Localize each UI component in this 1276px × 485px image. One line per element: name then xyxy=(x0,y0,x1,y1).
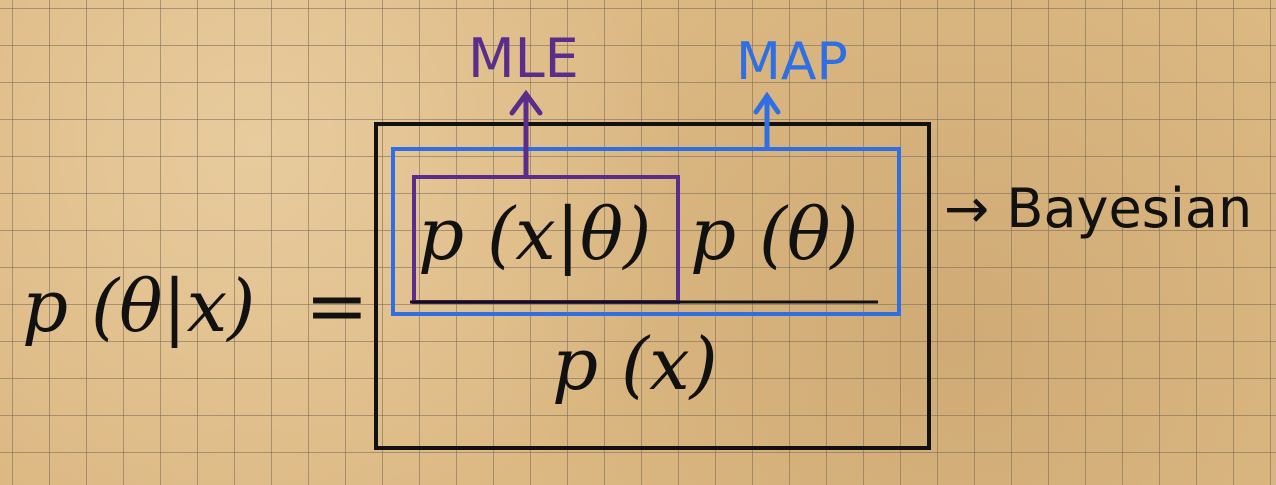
map-arrow xyxy=(753,91,781,149)
likelihood-term: p (x|θ) xyxy=(418,192,652,276)
bayesian-box xyxy=(374,122,931,450)
mle-label: MLE xyxy=(468,27,579,90)
bayesian-label: → Bayesian xyxy=(944,177,1253,240)
map-label: MAP xyxy=(736,32,848,92)
map-box xyxy=(391,147,901,316)
equals-sign: = xyxy=(305,261,369,350)
mle-arrow xyxy=(509,89,543,177)
posterior-lhs: p (θ|x) xyxy=(22,264,256,348)
prior-term: p (θ) xyxy=(690,192,859,276)
evidence-term: p (x) xyxy=(552,322,718,406)
